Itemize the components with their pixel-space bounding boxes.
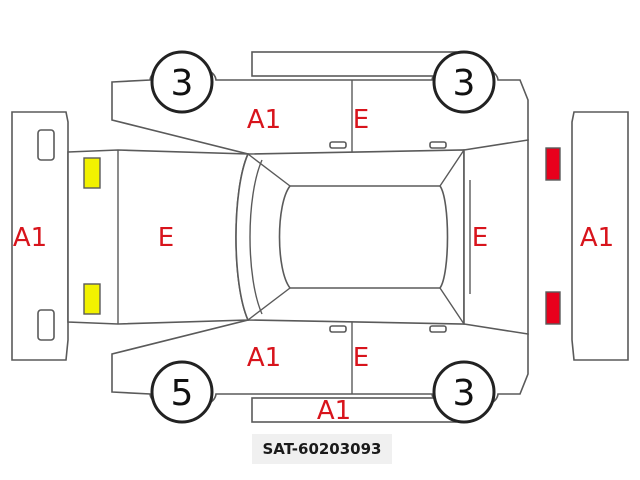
top-rear-door-handle <box>429 141 447 149</box>
rear-bumper-outline <box>571 111 629 361</box>
front-bumper-outline <box>11 111 69 361</box>
rocker-panel-bottom <box>251 397 457 423</box>
mark-bottom-rear-door: E <box>353 343 369 373</box>
headlight-top <box>83 157 101 189</box>
bottom-rear-door-handle <box>429 325 447 333</box>
taillight-top <box>545 147 561 181</box>
front-bumper-slot-bottom <box>37 309 55 341</box>
roof-panel <box>278 185 449 289</box>
tire-front-left-number: 3 <box>171 63 194 104</box>
mark-bottom-front-door: A1 <box>247 343 281 373</box>
rear-deck-outline <box>463 139 529 335</box>
tire-front-left: 3 <box>150 50 214 114</box>
tire-rear-left: 5 <box>150 360 214 424</box>
mark-rocker-panel: A1 <box>317 396 351 426</box>
mark-hood: E <box>158 223 174 253</box>
tire-front-right-number: 3 <box>453 63 476 104</box>
bottom-front-door-handle <box>329 325 347 333</box>
pillar-front-top <box>247 153 291 187</box>
taillight-bottom <box>545 291 561 325</box>
mark-rear-bumper: A1 <box>580 223 614 253</box>
pillar-rear-top <box>439 149 465 187</box>
tire-rear-left-number: 5 <box>171 373 194 414</box>
inspection-code-label: SAT-60203093 <box>252 434 392 464</box>
windshield-line <box>249 159 263 315</box>
mark-rear-panel: E <box>472 223 488 253</box>
mark-top-front-door: A1 <box>247 105 281 135</box>
tire-rear-right: 3 <box>432 360 496 424</box>
pillar-rear-bottom <box>439 287 465 325</box>
top-front-door-handle <box>329 141 347 149</box>
mark-top-rear-door: E <box>353 105 369 135</box>
front-bumper-slot-top <box>37 129 55 161</box>
tire-front-right: 3 <box>432 50 496 114</box>
roof-rail-top <box>251 51 457 77</box>
mark-front-bumper: A1 <box>13 223 47 253</box>
pillar-front-bottom <box>247 287 291 321</box>
headlight-bottom <box>83 283 101 315</box>
tire-rear-right-number: 3 <box>453 373 476 414</box>
